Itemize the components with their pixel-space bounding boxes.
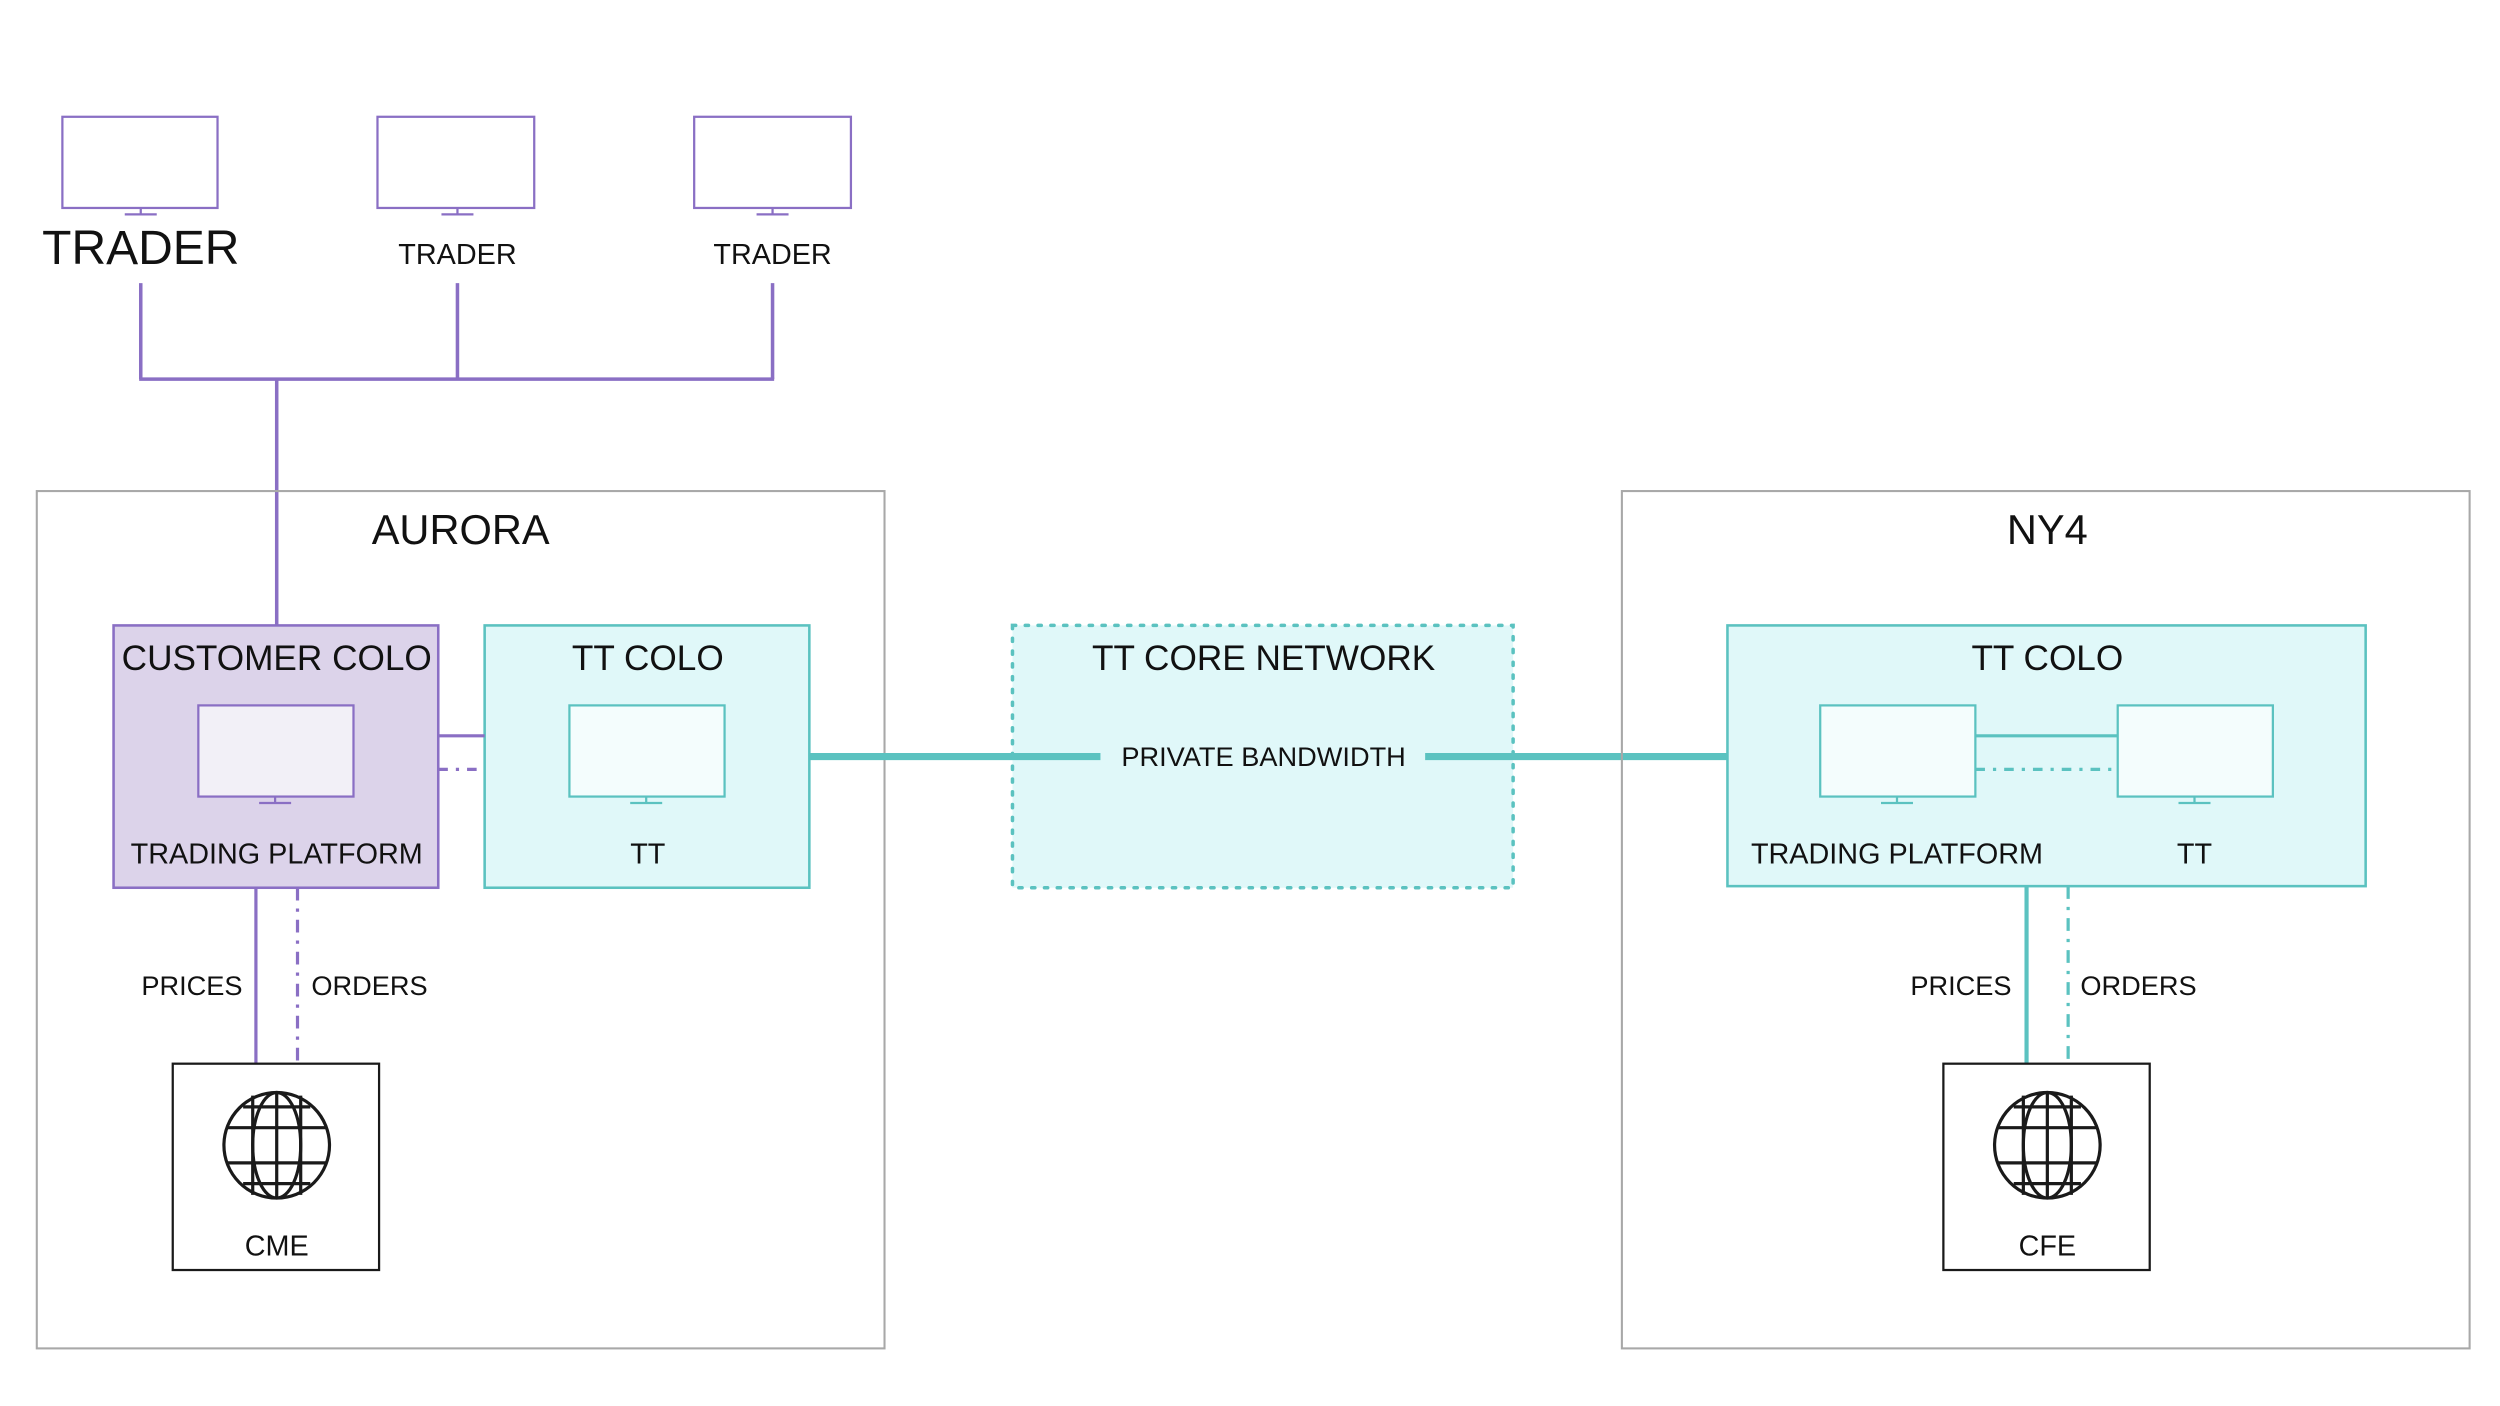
trader-connector (138, 283, 775, 626)
prices-label: PRICES (1910, 970, 2011, 1001)
globe-icon (222, 1090, 332, 1200)
monitor-icon (2116, 704, 2274, 805)
ny4-region: NY4 (1620, 490, 2471, 1350)
platform-tt-links (1975, 734, 2118, 771)
aurora-region: AURORA (35, 490, 886, 1350)
colo-links (438, 734, 485, 771)
cfe-exchange: CFE (1942, 1062, 2151, 1272)
orders-label: ORDERS (2080, 970, 2196, 1001)
customer-colo: CUSTOMER COLO TRADING PLATFORM (112, 624, 440, 890)
trader-2: TRADER (376, 115, 536, 271)
trader-label: TRADER (42, 222, 239, 275)
monitor-icon (376, 115, 536, 216)
trader-3: TRADER (693, 115, 853, 271)
tt-label: TT (630, 839, 665, 871)
region-title: AURORA (372, 506, 550, 553)
core-network-title: TT CORE NETWORK (1092, 639, 1436, 678)
monitor-icon (693, 115, 853, 216)
monitor-icon (61, 115, 219, 216)
trader-1: TRADER (42, 115, 239, 275)
monitor-icon (197, 704, 355, 805)
region-title: NY4 (2007, 506, 2088, 553)
exchange-label: CFE (2019, 1231, 2077, 1263)
monitor-icon (568, 704, 726, 805)
ny4-exchange-links: PRICES ORDERS (1910, 886, 2197, 1064)
prices-label: PRICES (141, 970, 242, 1001)
private-bandwidth-label: PRIVATE BANDWIDTH (1121, 741, 1405, 772)
orders-label: ORDERS (311, 970, 427, 1001)
colo-title: TT COLO (572, 639, 724, 678)
tt-label: TT (2177, 839, 2212, 871)
colo-title: TT COLO (1971, 639, 2123, 678)
trader-label: TRADER (398, 239, 516, 271)
aurora-exchange-links: PRICES ORDERS (141, 887, 428, 1064)
trader-label: TRADER (713, 239, 831, 271)
ny4-tt-colo: TT COLO TRADING PLATFORM TT (1726, 624, 2367, 888)
cme-exchange: CME (171, 1062, 381, 1272)
globe-icon (1992, 1090, 2102, 1200)
monitor-icon (1819, 704, 1977, 805)
trading-platform-label: TRADING PLATFORM (131, 839, 423, 871)
aurora-tt-colo: TT COLO TT (483, 624, 811, 890)
colo-title: CUSTOMER COLO (122, 639, 432, 678)
trading-platform-label: TRADING PLATFORM (1751, 839, 2043, 871)
exchange-label: CME (245, 1231, 309, 1263)
